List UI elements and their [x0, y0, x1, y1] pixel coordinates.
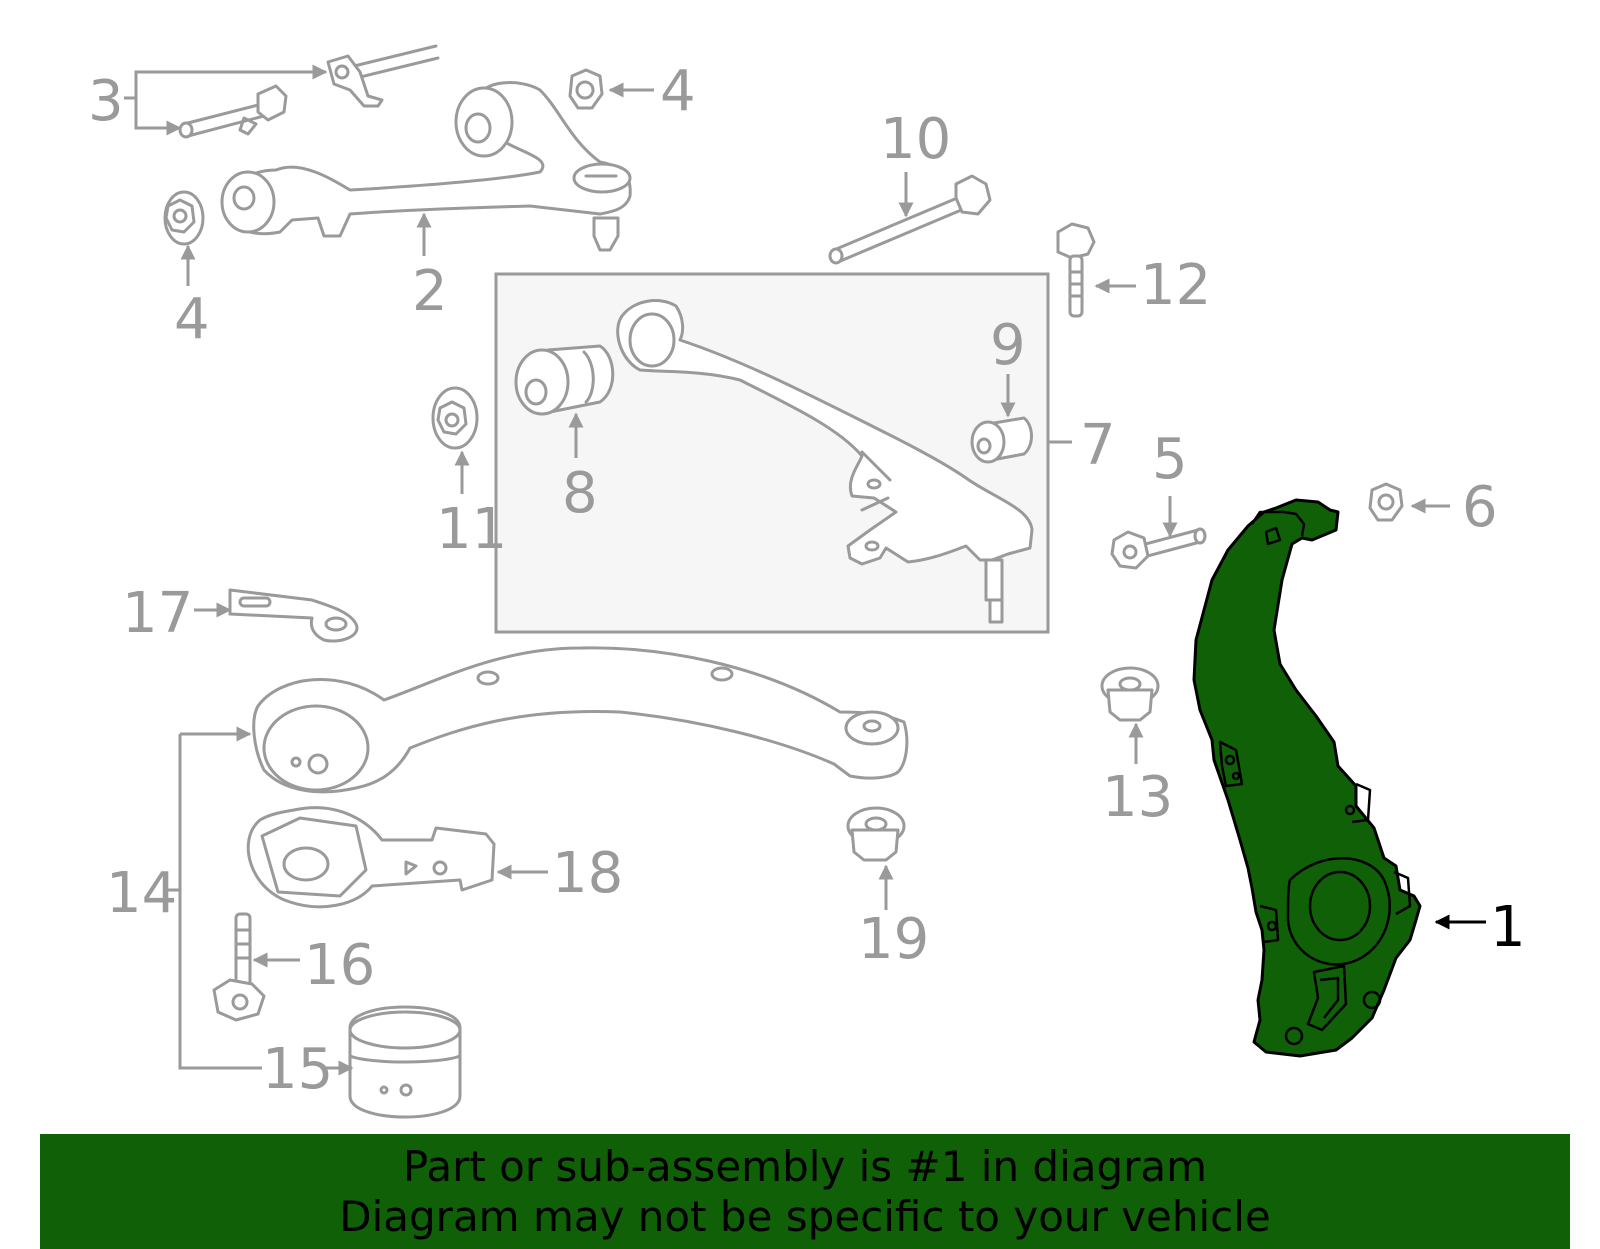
callout-14: 14	[106, 861, 177, 926]
callout-15: 15	[262, 1037, 333, 1102]
part-7-lower-arm	[616, 299, 1034, 624]
callout-13: 13	[1102, 765, 1173, 830]
callout-10: 10	[880, 107, 951, 172]
callout-19: 19	[858, 907, 929, 972]
banner-line-2: Diagram may not be specific to your vehi…	[339, 1192, 1271, 1241]
part-1-steering-knuckle	[1192, 498, 1422, 1058]
part-14-lower-arm	[252, 646, 909, 794]
part-16-bolt	[212, 912, 266, 1022]
part-15-bushing	[348, 1005, 462, 1119]
part-18-bushing	[246, 806, 496, 909]
callout-16: 16	[304, 933, 375, 998]
callout-9: 9	[990, 313, 1026, 378]
part-9-bushing	[970, 416, 1033, 464]
callout-4-left: 4	[174, 287, 210, 352]
callout-1: 1	[1490, 895, 1526, 960]
callout-6: 6	[1462, 475, 1498, 540]
callout-17: 17	[122, 581, 193, 646]
callout-11: 11	[436, 497, 507, 562]
callouts: 1 2 3 4 4 5 6 7 8 9 10 11 12 13 14 15 16…	[88, 59, 1526, 1102]
part-4-nut-left	[163, 190, 205, 246]
callout-18: 18	[552, 841, 623, 906]
part-10-bolt	[828, 174, 992, 265]
part-12-bolt	[1056, 222, 1096, 318]
callout-8: 8	[562, 461, 598, 526]
info-banner: Part or sub-assembly is #1 in diagram Di…	[40, 1134, 1570, 1249]
banner-line-1: Part or sub-assembly is #1 in diagram	[402, 1142, 1208, 1191]
part-19-flange-nut	[846, 806, 906, 862]
callout-2: 2	[412, 259, 448, 324]
callout-3: 3	[88, 69, 124, 134]
part-3-bolts	[178, 44, 440, 139]
part-6-nut	[1368, 482, 1404, 522]
part-2-upper-control-arm	[220, 81, 632, 252]
assembly-box-7	[494, 272, 1050, 634]
part-8-bushing	[514, 344, 615, 416]
part-5-bolt	[1110, 527, 1207, 570]
part-4-nut-top	[568, 68, 604, 110]
part-17-bracket	[228, 588, 359, 643]
callout-4-top: 4	[660, 59, 696, 124]
part-11-nut	[431, 386, 479, 450]
callout-7: 7	[1080, 413, 1116, 478]
part-13-flange-nut	[1100, 666, 1160, 722]
callout-12: 12	[1140, 253, 1211, 318]
callout-5: 5	[1152, 427, 1188, 492]
leader-lines	[124, 64, 1486, 1076]
